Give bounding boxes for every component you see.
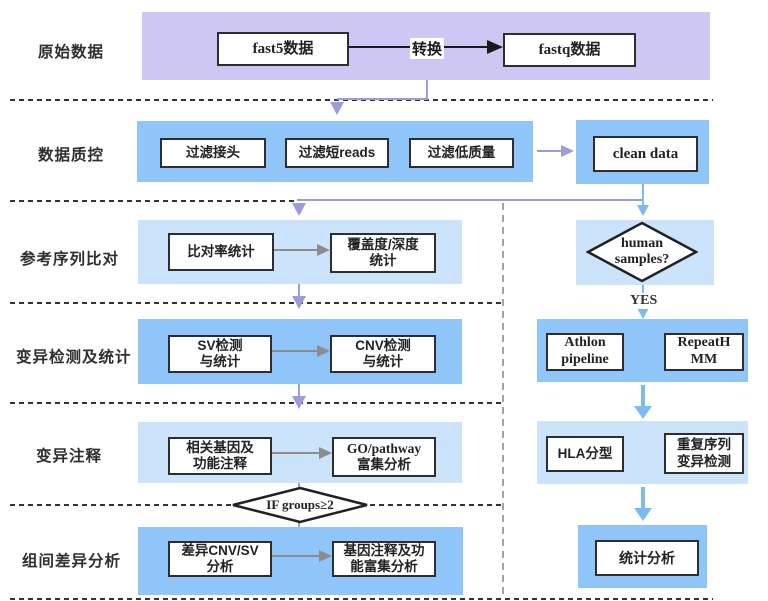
connector-variant-annot-head: [292, 396, 306, 409]
arrow-align-line: [270, 249, 318, 251]
separator-line-6: [10, 598, 713, 600]
separator-line-2: [10, 200, 296, 202]
separator-line-1: [10, 99, 713, 101]
node-sv: SV检测 与统计: [168, 335, 272, 373]
connector-clean-human-line: [642, 184, 644, 205]
node-fast5: fast5数据: [217, 32, 349, 66]
node-hla-typing: HLA分型: [546, 436, 624, 472]
node-fastq: fastq数据: [503, 33, 636, 67]
connector-raw-qc-vertical: [426, 80, 428, 100]
node-related-genes: 相关基因及 功能注释: [168, 437, 272, 475]
connector-athlon-hla-line: [641, 385, 645, 407]
arrow-convert-head: [487, 40, 503, 54]
connector-align-variant-line: [298, 284, 300, 297]
if-groups-diamond-shape: [232, 486, 368, 524]
connector-clean-human-head: [637, 205, 649, 216]
node-gene-enrich: 基因注释及功 能富集分析: [332, 541, 436, 577]
arrow-annot-line: [268, 452, 320, 454]
arrow-group-line: [268, 555, 320, 557]
node-stats-analysis: 统计分析: [595, 540, 699, 576]
node-align-rate: 比对率统计: [168, 233, 274, 271]
stage-label-annotation: 变异注释: [36, 448, 103, 465]
stage-label-variant: 变异检测及统计: [16, 349, 132, 366]
separator-line-3: [10, 302, 503, 304]
connector-qc-align-head: [292, 203, 306, 216]
stage-label-group-diff: 组间差异分析: [22, 553, 122, 570]
connector-diamond-group-line: [298, 522, 300, 527]
stage-label-align: 参考序列比对: [20, 251, 120, 268]
arrow-qc-clean-line: [537, 150, 563, 152]
node-go-pathway: GO/pathway 富集分析: [332, 437, 436, 477]
connector-variant-annot-line: [298, 384, 300, 397]
stage-label-raw: 原始数据: [38, 44, 105, 61]
node-filter-short-reads: 过滤短reads: [285, 138, 389, 168]
arrow-group-head: [319, 550, 332, 562]
connector-hla-stats-head: [634, 508, 652, 521]
arrow-qc-clean-head: [561, 145, 574, 157]
node-clean-data: clean data: [593, 136, 698, 172]
node-repeat-seq-variant: 重复序列 变异检测: [664, 433, 744, 474]
convert-label: 转换: [410, 38, 445, 59]
connector-raw-qc-horizontal: [337, 98, 428, 100]
separator-vertical: [502, 203, 504, 595]
separator-line-4: [10, 402, 503, 404]
node-coverage: 覆盖度/深度 统计: [330, 233, 436, 273]
connector-annot-diamond-line: [298, 483, 300, 488]
node-cnv: CNV检测 与统计: [330, 335, 436, 373]
node-repeathmm: RepeatH MM: [664, 333, 744, 371]
decision-if-groups: IF groups≥2: [231, 486, 369, 524]
arrow-annot-head: [319, 447, 332, 459]
node-filter-low-quality: 过滤低质量: [409, 138, 514, 168]
arrow-variant-head: [317, 345, 330, 357]
human-samples-diamond-shape: [586, 221, 698, 283]
connector-align-variant-head: [292, 296, 306, 309]
decision-human-samples: human samples?: [586, 221, 698, 283]
connector-hla-stats-line: [641, 487, 645, 509]
node-diff-cnv-sv: 差异CNV/SV 分析: [168, 541, 272, 577]
node-athlon-pipeline: Athlon pipeline: [546, 333, 624, 371]
arrow-align-head: [317, 244, 330, 256]
yes-label: YES: [628, 293, 660, 309]
connector-raw-qc-head: [330, 102, 344, 115]
connector-qc-align-horizontal: [297, 199, 644, 201]
connector-human-yes-head: [637, 308, 649, 319]
connector-athlon-hla-head: [634, 406, 652, 419]
node-filter-adapter: 过滤接头: [160, 138, 266, 168]
arrow-variant-line: [268, 350, 318, 352]
stage-label-qc: 数据质控: [38, 147, 105, 164]
